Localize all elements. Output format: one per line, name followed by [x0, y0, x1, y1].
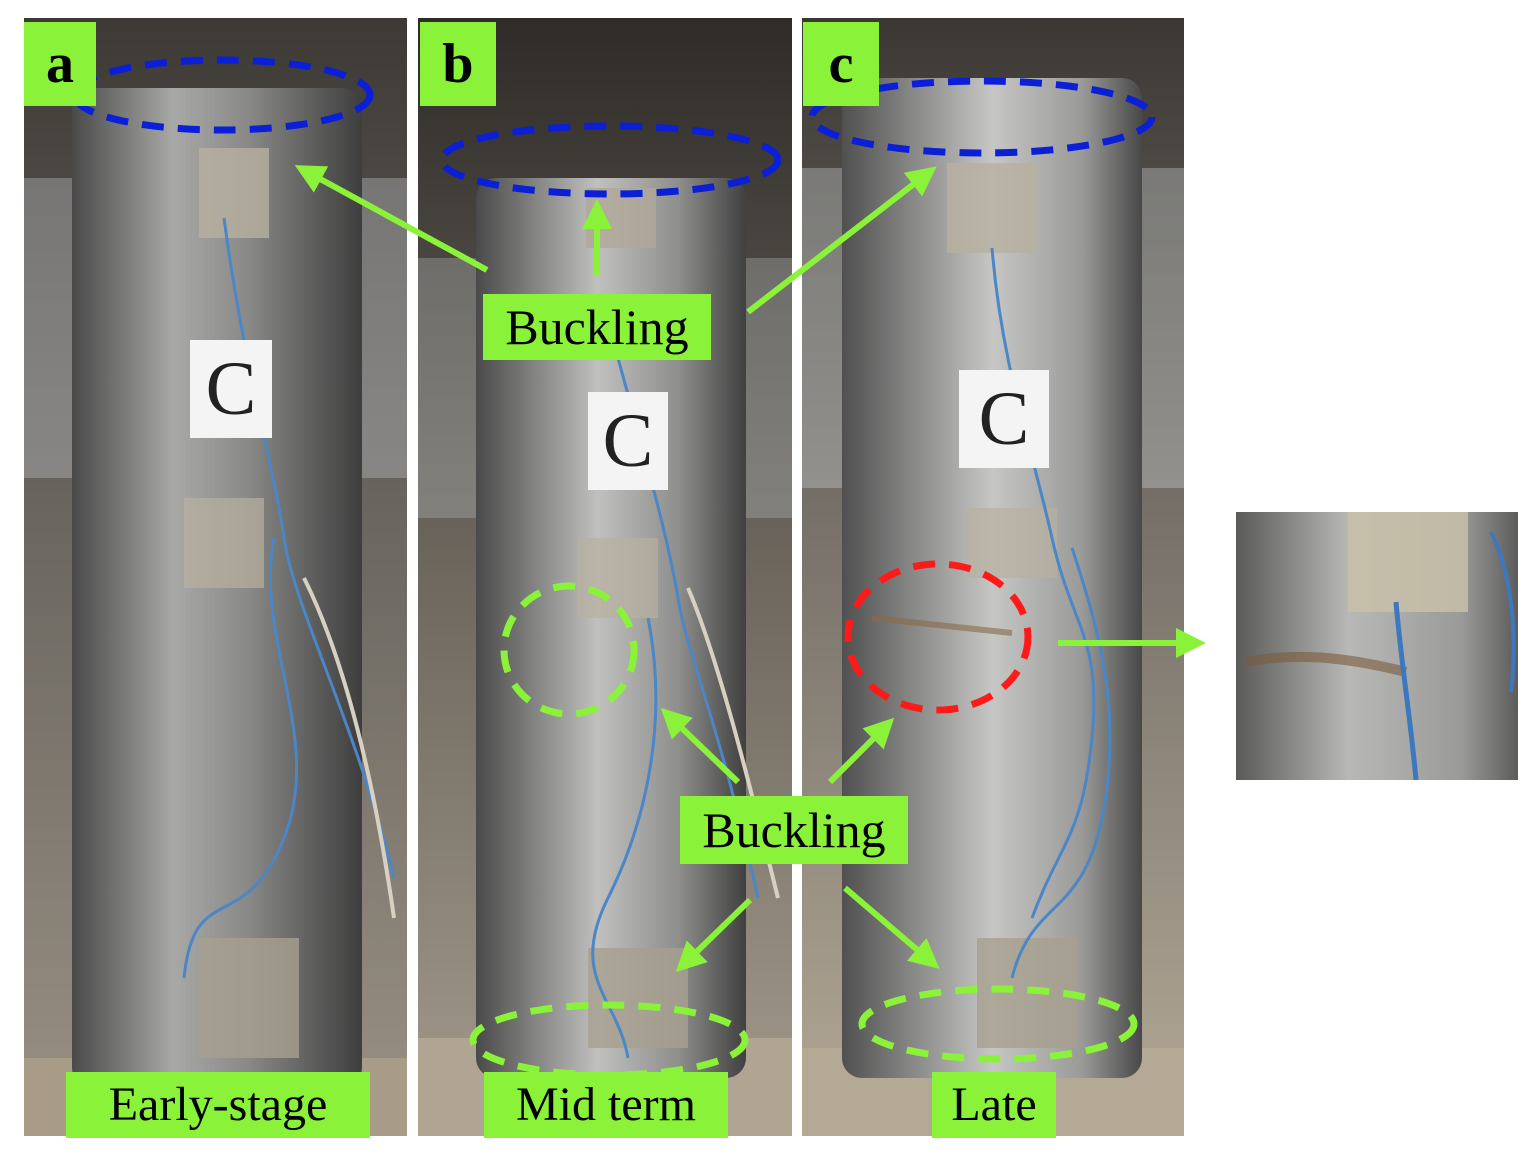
column-photo-a	[24, 18, 407, 1136]
stage-label-a: Early-stage	[66, 1072, 370, 1138]
panel-tag-b: b	[420, 22, 496, 106]
column-sign: C	[588, 392, 668, 490]
stage-label-c: Late	[932, 1072, 1056, 1138]
column-sign: C	[190, 340, 272, 438]
photo-panel-a: C	[24, 18, 407, 1136]
panel-tag-c: c	[803, 22, 879, 106]
panel-tag-a: a	[24, 22, 96, 106]
photo-panel-c: C	[802, 18, 1184, 1136]
buckling-label-top: Buckling	[483, 294, 711, 360]
column-photo-c	[802, 18, 1184, 1136]
stage-label-b: Mid term	[484, 1072, 728, 1138]
column-photo-b	[418, 18, 792, 1136]
zoom-inset	[1236, 512, 1518, 780]
zoom-inset-photo	[1236, 512, 1518, 780]
buckling-label-bottom: Buckling	[680, 796, 908, 864]
column-sign: C	[959, 370, 1049, 468]
photo-panel-b: C	[418, 18, 792, 1136]
